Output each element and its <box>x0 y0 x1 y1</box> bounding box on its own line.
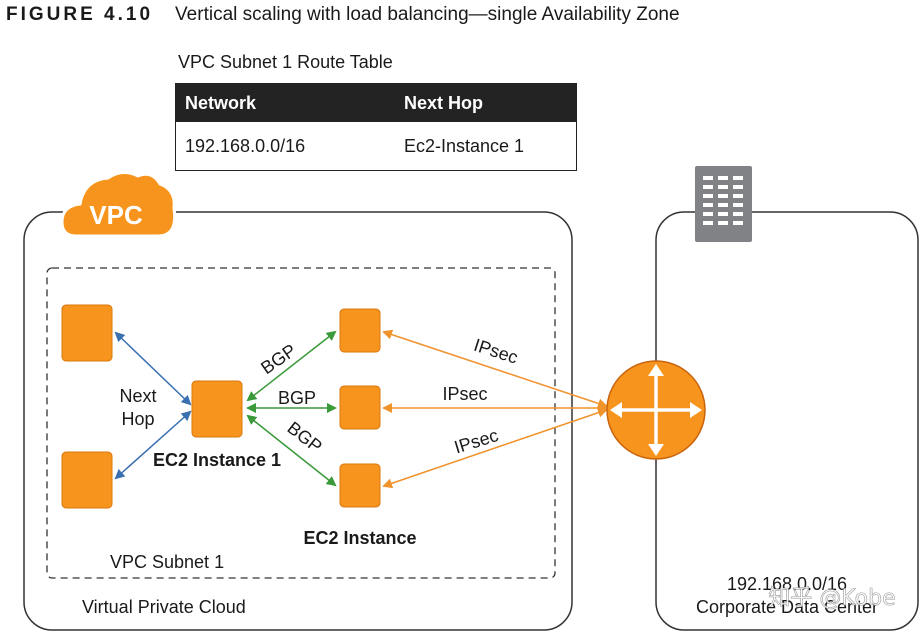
bgp-arrow-top <box>246 330 337 402</box>
vpc-subnet <box>46 267 556 579</box>
instance-box <box>61 451 113 509</box>
vpc-cloud-icon: VPC <box>60 171 177 238</box>
ec2-instance-1-box <box>191 380 243 438</box>
figure-caption: Vertical scaling with load balancing—sin… <box>175 4 680 25</box>
vpc-badge: VPC <box>89 200 143 230</box>
figure-label: FIGURE 4.10 <box>6 4 154 25</box>
next-hop-arrow-top <box>114 331 192 406</box>
router-icon <box>606 360 706 460</box>
route-network-cell: 192.168.0.0/16 <box>185 135 306 156</box>
ec2-instance-1-label: EC2 Instance 1 <box>153 450 281 470</box>
ipsec-arrow-top <box>382 329 608 409</box>
watermark: 知乎 @Kobe <box>768 586 895 611</box>
next-hop-arrow-bottom <box>114 410 192 480</box>
datacenter-network-label: 192.168.0.0/16 <box>727 574 847 594</box>
instance-box <box>339 463 381 508</box>
building-icon <box>695 166 752 242</box>
next-hop-label-line1: Next <box>119 386 156 406</box>
subnet-label: VPC Subnet 1 <box>110 552 224 572</box>
route-table: Network Next Hop 192.168.0.0/16 Ec2-Inst… <box>175 83 577 171</box>
bgp-label-bottom: BGP <box>284 418 326 457</box>
instance-box <box>61 304 113 362</box>
bgp-label-middle: BGP <box>278 388 316 408</box>
route-table-header-network: Network <box>175 83 395 122</box>
route-table-header: Network Next Hop <box>175 83 577 122</box>
ipsec-label-middle: IPsec <box>442 384 487 404</box>
route-table-header-next-hop: Next Hop <box>395 83 577 122</box>
datacenter-name-label: Corporate Data Center <box>696 597 878 617</box>
instance-box <box>339 308 381 353</box>
bgp-arrow-bottom <box>246 414 337 487</box>
figure-title: FIGURE 4.10 Vertical scaling with load ba… <box>6 3 680 26</box>
ec2-instance-label: EC2 Instance <box>303 528 416 548</box>
next-hop-label-line2: Hop <box>121 409 154 429</box>
instance-box <box>339 385 381 430</box>
ipsec-arrow-bottom <box>382 407 608 489</box>
vpc-container-label: Virtual Private Cloud <box>82 597 246 617</box>
ipsec-label-bottom: IPsec <box>452 425 501 457</box>
bgp-label-top: BGP <box>257 340 300 378</box>
route-table-caption: VPC Subnet 1 Route Table <box>178 52 393 72</box>
table-row: 192.168.0.0/16 Ec2-Instance 1 <box>176 122 577 171</box>
route-next-hop-cell: Ec2-Instance 1 <box>404 135 525 156</box>
